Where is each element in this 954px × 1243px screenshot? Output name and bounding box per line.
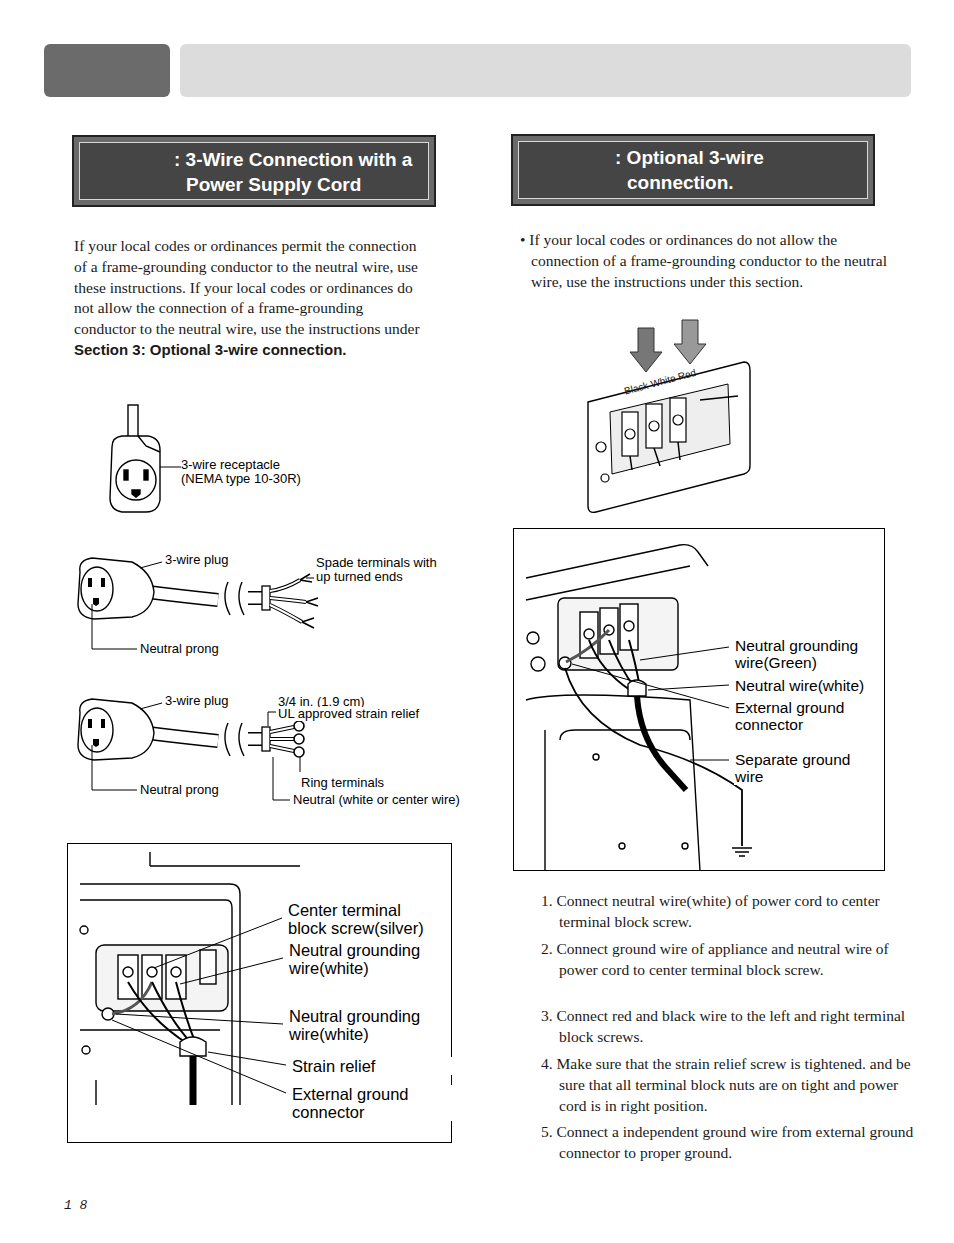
part-label: UL approved strain relief	[278, 707, 458, 721]
part-label: 3-wire receptacle (NEMA type 10-30R)	[181, 458, 316, 486]
section-reference: Section 3: Optional 3-wire connection.	[74, 341, 347, 358]
part-label: 3-wire plug	[165, 553, 265, 567]
part-label: 3-wire plug	[165, 694, 265, 708]
page-number: 1 8	[64, 1198, 124, 1213]
step-text: 4. Make sure that the strain relief scre…	[541, 1054, 927, 1116]
part-label: Neutral prong	[140, 642, 240, 656]
step-text: 3. Connect red and black wire to the lef…	[541, 1006, 927, 1048]
section-heading: : Optional 3-wire connection.	[511, 134, 875, 206]
step-text: 2. Connect ground wire of appliance and …	[541, 939, 927, 981]
callout-label: External ground connector	[291, 1085, 453, 1121]
section-heading: : 3-Wire Connection with a Power Supply …	[72, 135, 436, 207]
callout-label: External ground connector	[734, 699, 876, 733]
heading-text: : 3-Wire Connection with a Power Supply …	[174, 147, 431, 197]
callout-label: Neutral grounding wire(Green)	[734, 637, 876, 671]
callout-label: Neutral grounding wire(white)	[288, 1007, 450, 1043]
part-label: Neutral prong	[140, 783, 240, 797]
step-text: 5. Connect a independent ground wire fro…	[541, 1122, 927, 1164]
step-text: 1. Connect neutral wire(white) of power …	[541, 891, 927, 933]
callout-label: Neutral wire(white)	[734, 677, 876, 694]
part-label: Neutral (white or center wire)	[293, 793, 483, 807]
illustration-frame: Center terminal block screw(silver) Neutr…	[67, 843, 452, 1143]
part-label: Spade terminals with up turned ends	[316, 556, 446, 584]
callout-label: Separate ground wire	[734, 751, 876, 785]
body-text: If your local codes or ordinances permit…	[74, 237, 420, 337]
part-label: Ring terminals	[301, 776, 421, 790]
heading-text: : Optional 3-wire connection.	[615, 145, 827, 195]
body-text: • If your local codes or ordinances do n…	[520, 230, 893, 292]
illustration-frame: Neutral grounding wire(Green) Neutral wir…	[513, 528, 885, 871]
callout-label: Strain relief	[291, 1057, 453, 1075]
body-paragraph: If your local codes or ordinances permit…	[74, 236, 429, 361]
callout-label: Center terminal block screw(silver)	[287, 901, 439, 937]
callout-label: Neutral grounding wire(white)	[288, 941, 450, 977]
